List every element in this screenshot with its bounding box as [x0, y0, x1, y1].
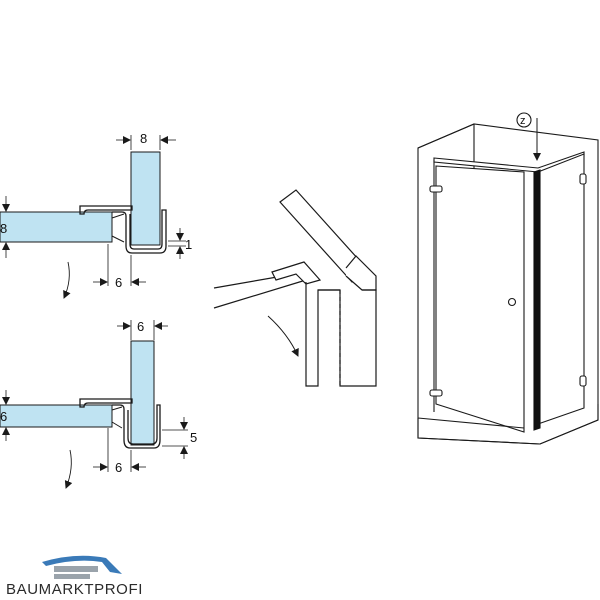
horizontal-glass-pane	[0, 211, 113, 243]
dimension-bottom-top: 6	[115, 275, 122, 290]
install-arrow-corner	[267, 315, 299, 357]
seal-lip	[111, 213, 125, 243]
logo-roof-shape	[42, 555, 122, 574]
vertical-glass-pane	[130, 151, 161, 246]
seal-lip	[111, 406, 123, 429]
hinge-icon	[579, 173, 587, 185]
hinge-icon	[429, 389, 443, 397]
dimension-glass-top: 8	[0, 221, 7, 236]
hinge-icon	[579, 375, 587, 387]
install-arrow-bottom	[64, 449, 73, 489]
dimension-width-top: 8	[140, 131, 147, 146]
horizontal-glass-panel	[213, 271, 307, 309]
shower-enclosure	[417, 112, 599, 445]
corner-seal-upper	[345, 255, 377, 291]
dimension-bottom-bottom: 6	[115, 460, 122, 475]
door-knob-icon	[507, 297, 517, 307]
dimension-width-bottom: 6	[137, 319, 144, 334]
horizontal-glass-pane	[0, 404, 113, 428]
install-arrow-top	[63, 261, 71, 299]
logo-bar-shape	[54, 574, 90, 579]
seal-profile	[79, 205, 167, 254]
hinged-door	[435, 165, 525, 433]
dimension-glass-bottom: 6	[0, 409, 7, 424]
dimension-lip-bottom: 5	[190, 430, 197, 445]
logo-bar-shape	[54, 566, 98, 572]
side-panel	[537, 153, 585, 425]
black-seal-strip	[533, 169, 541, 431]
marker-label: z	[520, 115, 526, 127]
brand-logo	[42, 555, 122, 579]
brand-name: BAUMARKTPROFI	[6, 581, 143, 598]
shower-tray	[417, 404, 599, 445]
profile-detail-top: 8 8 1 6	[0, 131, 192, 299]
profile-detail-bottom: 6 6 5 6	[0, 319, 197, 489]
seal-profile	[79, 398, 161, 449]
dimension-lip-top: 1	[185, 237, 192, 252]
marker-circle	[516, 112, 532, 128]
vertical-profile-leg	[305, 282, 377, 387]
corner-detail	[213, 189, 377, 387]
vertical-glass-pane	[130, 340, 155, 446]
hinge-icon	[429, 185, 443, 193]
